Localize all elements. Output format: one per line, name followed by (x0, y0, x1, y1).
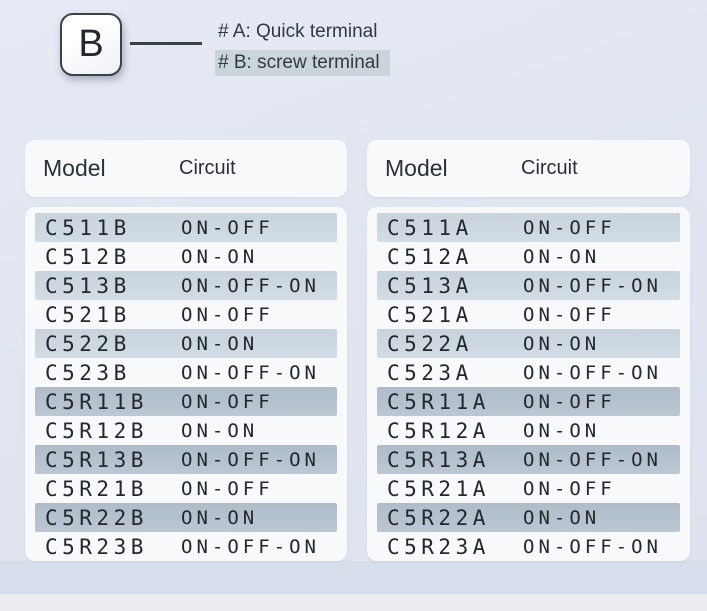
table-b-body: C511B ON-OFF C512B ON-ON C513B ON-OFF-ON C5… (25, 207, 347, 561)
circuit-cell: ON-OFF-ON (181, 448, 320, 471)
circuit-cell: ON-OFF-ON (523, 361, 662, 384)
circuit-cell: ON-OFF (181, 216, 274, 239)
model-cell: C5R11A (387, 389, 490, 414)
model-cell: C521A (387, 302, 473, 327)
table-b-header: Model Circuit (25, 140, 347, 197)
table-row: C521A ON-OFF (377, 300, 680, 329)
column-header-model: Model (43, 155, 106, 181)
model-cell: C521B (45, 302, 131, 327)
model-cell: C5R22A (387, 505, 490, 530)
circuit-cell: ON-OFF-ON (181, 361, 320, 384)
model-cell: C5R21A (387, 476, 490, 501)
model-cell: C5R12B (45, 418, 148, 443)
connector-line (130, 42, 202, 45)
terminal-key-label: B (78, 23, 104, 65)
circuit-cell: ON-OFF (523, 303, 616, 326)
model-cell: C5R23B (45, 534, 148, 559)
model-cell: C523B (45, 360, 131, 385)
model-cell: C5R13A (387, 447, 490, 472)
table-row: C513B ON-OFF-ON (35, 271, 337, 300)
model-cell: C522B (45, 331, 131, 356)
table-row: C523B ON-OFF-ON (35, 358, 337, 387)
circuit-cell: ON-ON (181, 245, 259, 268)
model-cell: C5R22B (45, 505, 148, 530)
circuit-cell: ON-ON (181, 332, 259, 355)
circuit-cell: ON-OFF-ON (523, 274, 662, 297)
column-header-circuit: Circuit (179, 157, 236, 179)
table-row: C5R22B ON-ON (35, 503, 337, 532)
model-cell: C512B (45, 244, 131, 269)
table-row: C512B ON-ON (35, 242, 337, 271)
circuit-cell: ON-OFF (181, 477, 274, 500)
circuit-cell: ON-OFF (181, 303, 274, 326)
circuit-cell: ON-OFF-ON (523, 448, 662, 471)
table-row: C5R22A ON-ON (377, 503, 680, 532)
table-row: C523A ON-OFF-ON (377, 358, 680, 387)
table-row: C511A ON-OFF (377, 213, 680, 242)
model-cell: C5R21B (45, 476, 148, 501)
model-cell: C511B (45, 215, 131, 240)
legend-item-a: # A: Quick terminal (218, 21, 378, 42)
circuit-cell: ON-ON (523, 332, 601, 355)
terminal-key-illustration: B (60, 13, 122, 76)
bottom-band-gray (0, 594, 707, 611)
table-row: C5R23B ON-OFF-ON (35, 532, 337, 561)
table-row: C521B ON-OFF (35, 300, 337, 329)
model-cell: C522A (387, 331, 473, 356)
table-row: C5R21B ON-OFF (35, 474, 337, 503)
circuit-cell: ON-OFF (523, 216, 616, 239)
table-row: C5R11B ON-OFF (35, 387, 337, 416)
table-row: C5R13B ON-OFF-ON (35, 445, 337, 474)
table-a-header: Model Circuit (367, 140, 690, 197)
legend-item-b-highlight: # B: screw terminal (215, 50, 390, 76)
circuit-cell: ON-ON (181, 419, 259, 442)
table-row: C522A ON-ON (377, 329, 680, 358)
circuit-cell: ON-OFF-ON (181, 535, 320, 558)
table-row: C5R11A ON-OFF (377, 387, 680, 416)
circuit-cell: ON-ON (523, 419, 601, 442)
legend-item-b: # B: screw terminal (215, 47, 390, 78)
table-row: C511B ON-OFF (35, 213, 337, 242)
table-row: C5R12A ON-ON (377, 416, 680, 445)
bottom-band-blue (0, 561, 707, 594)
column-header-circuit: Circuit (521, 157, 578, 179)
circuit-cell: ON-ON (523, 506, 601, 529)
model-cell: C5R11B (45, 389, 148, 414)
model-cell: C512A (387, 244, 473, 269)
table-row: C5R21A ON-OFF (377, 474, 680, 503)
circuit-cell: ON-OFF-ON (523, 535, 662, 558)
model-cell: C513A (387, 273, 473, 298)
circuit-cell: ON-OFF (523, 477, 616, 500)
circuit-cell: ON-ON (523, 245, 601, 268)
table-row: C522B ON-ON (35, 329, 337, 358)
terminal-legend: # A: Quick terminal # B: screw terminal (215, 16, 390, 78)
column-header-model: Model (385, 155, 448, 181)
model-cell: C5R23A (387, 534, 490, 559)
table-a-body: C511A ON-OFF C512A ON-ON C513A ON-OFF-ON C5… (367, 207, 690, 561)
circuit-cell: ON-OFF (181, 390, 274, 413)
circuit-cell: ON-OFF (523, 390, 616, 413)
model-cell: C511A (387, 215, 473, 240)
model-cell: C513B (45, 273, 131, 298)
model-cell: C5R13B (45, 447, 148, 472)
circuit-cell: ON-ON (181, 506, 259, 529)
model-cell: C5R12A (387, 418, 490, 443)
table-row: C5R13A ON-OFF-ON (377, 445, 680, 474)
table-row: C5R23A ON-OFF-ON (377, 532, 680, 561)
table-row: C513A ON-OFF-ON (377, 271, 680, 300)
table-row: C5R12B ON-ON (35, 416, 337, 445)
circuit-cell: ON-OFF-ON (181, 274, 320, 297)
table-row: C512A ON-ON (377, 242, 680, 271)
model-cell: C523A (387, 360, 473, 385)
